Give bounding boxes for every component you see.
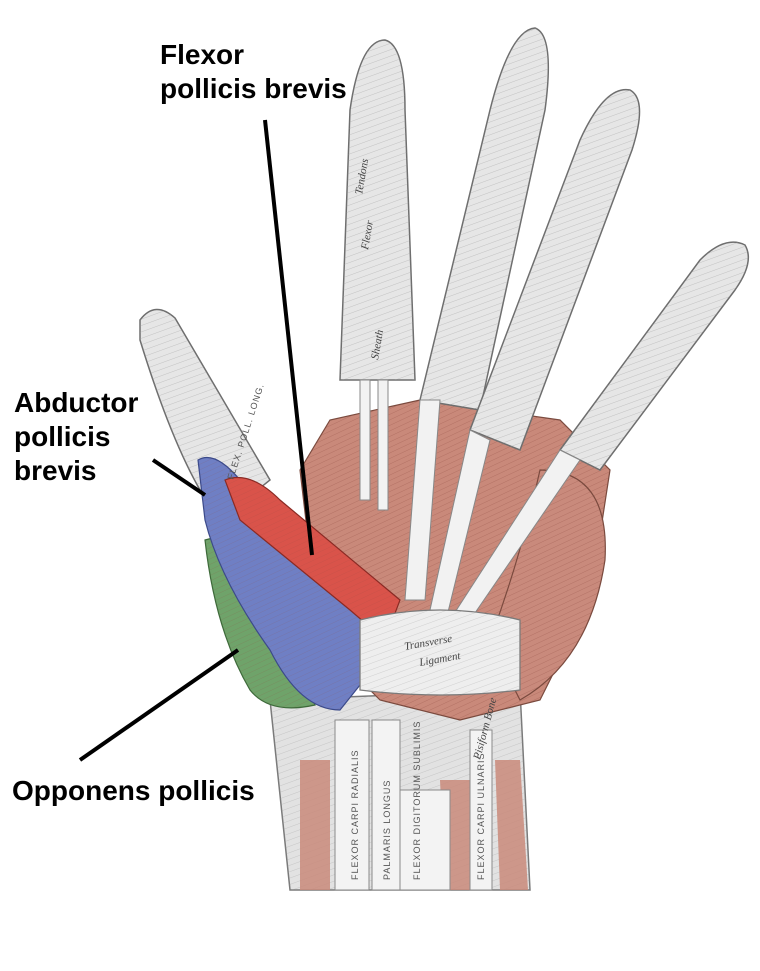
forearm-muscle [300, 760, 330, 890]
flexor-pollicis-brevis-leader [263, 119, 314, 556]
opponens-pollicis-leader [78, 648, 240, 762]
tendon-text-3: FLEXOR DIGITORUM SUBLIMIS [412, 721, 422, 880]
opponens-pollicis-label-line1: Opponens pollicis [12, 775, 255, 806]
finger-sheath-text-3: Sheath [369, 328, 386, 360]
abductor-pollicis-brevis-label: Abductor pollicis brevis [14, 386, 138, 488]
tendon-text-2: PALMARIS LONGUS [382, 780, 392, 880]
ring-finger [429, 88, 641, 613]
abductor-pollicis-brevis-leader [151, 458, 207, 497]
wrist-tendons [334, 719, 493, 891]
flexor-pollicis-brevis-label-line1: Flexor [160, 39, 245, 70]
abductor-pollicis-brevis-label-line2: pollicis [14, 421, 111, 452]
finger-sheath-text-2: Flexor [359, 219, 376, 252]
flexor-pollicis-brevis-label: Flexor pollicis brevis [160, 38, 347, 106]
tendon-text-4: FLEXOR CARPI ULNARIS [476, 752, 486, 880]
middle-finger [404, 27, 550, 601]
little-finger [449, 241, 750, 627]
tendon-text-1: FLEXOR CARPI RADIALIS [350, 749, 360, 880]
flexor-pollicis-brevis-label-line2: pollicis brevis [160, 73, 347, 104]
abductor-pollicis-brevis-label-line3: brevis [14, 455, 97, 486]
abductor-pollicis-brevis-label-line1: Abductor [14, 387, 139, 418]
opponens-pollicis-label: Opponens pollicis [12, 774, 255, 808]
index-finger [339, 39, 416, 511]
